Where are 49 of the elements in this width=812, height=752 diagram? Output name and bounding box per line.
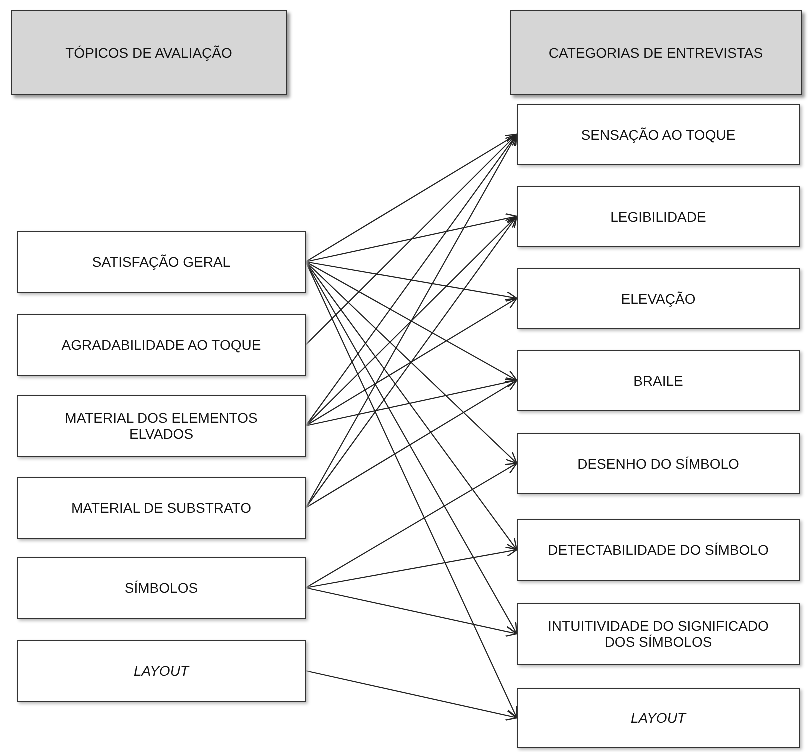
arrow [306, 462, 518, 588]
box-label: LAYOUT [631, 710, 686, 726]
arrow [306, 213, 518, 263]
arrow [306, 134, 518, 426]
box-label: MATERIAL DE SUBSTRATO [72, 500, 252, 516]
box-label: ELEVAÇÃO [621, 290, 696, 306]
box-label: SENSAÇÃO AO TOQUE [581, 126, 736, 142]
header-box [510, 10, 802, 95]
box-label: AGRADABILIDADE AO TOQUE [62, 337, 262, 353]
arrow [306, 670, 518, 722]
box-label: MATERIAL DOS ELEMENTOS ELVADOS [64, 410, 259, 442]
topic-box [517, 350, 800, 411]
topic-box [17, 395, 306, 457]
box-label: DETECTABILIDADE DO SÍMBOLO [548, 542, 769, 558]
arrow [306, 134, 518, 346]
topic-box [17, 640, 306, 702]
box-label: INTUITIVIDADE DO SIGNIFICADO DOS SÍMBOLOS [547, 618, 770, 650]
topic-box [517, 268, 800, 329]
topic-box [517, 603, 800, 665]
arrow [306, 216, 518, 508]
arrow [306, 262, 518, 551]
topic-box [517, 186, 800, 247]
box-label: TÓPICOS DE AVALIAÇÃO [66, 44, 232, 60]
box-label: LAYOUT [134, 663, 189, 679]
box-label: SÍMBOLOS [124, 580, 198, 596]
topic-box [17, 477, 306, 539]
arrow [306, 546, 518, 589]
box-label: CATEGORIAS DE ENTREVISTAS [548, 44, 764, 60]
arrow [306, 134, 518, 262]
arrow [306, 261, 518, 302]
topic-box [17, 231, 306, 293]
arrow [306, 377, 518, 427]
header-box [11, 10, 287, 95]
topic-box [17, 557, 306, 619]
topic-box [517, 433, 800, 494]
topic-box [517, 104, 800, 165]
box-label: BRAILE [634, 372, 684, 388]
arrow [306, 298, 518, 426]
topic-box [517, 519, 800, 581]
arrow [306, 216, 518, 426]
topic-box [517, 688, 800, 748]
topic-box [17, 314, 306, 376]
box-label: LEGIBILIDADE [610, 208, 706, 224]
arrow [306, 262, 518, 464]
box-label: SATISFAÇÃO GERAL [92, 254, 231, 270]
arrow [306, 380, 518, 508]
arrow [306, 262, 518, 382]
arrow [306, 587, 518, 638]
box-label: DESENHO DO SÍMBOLO [578, 456, 740, 472]
